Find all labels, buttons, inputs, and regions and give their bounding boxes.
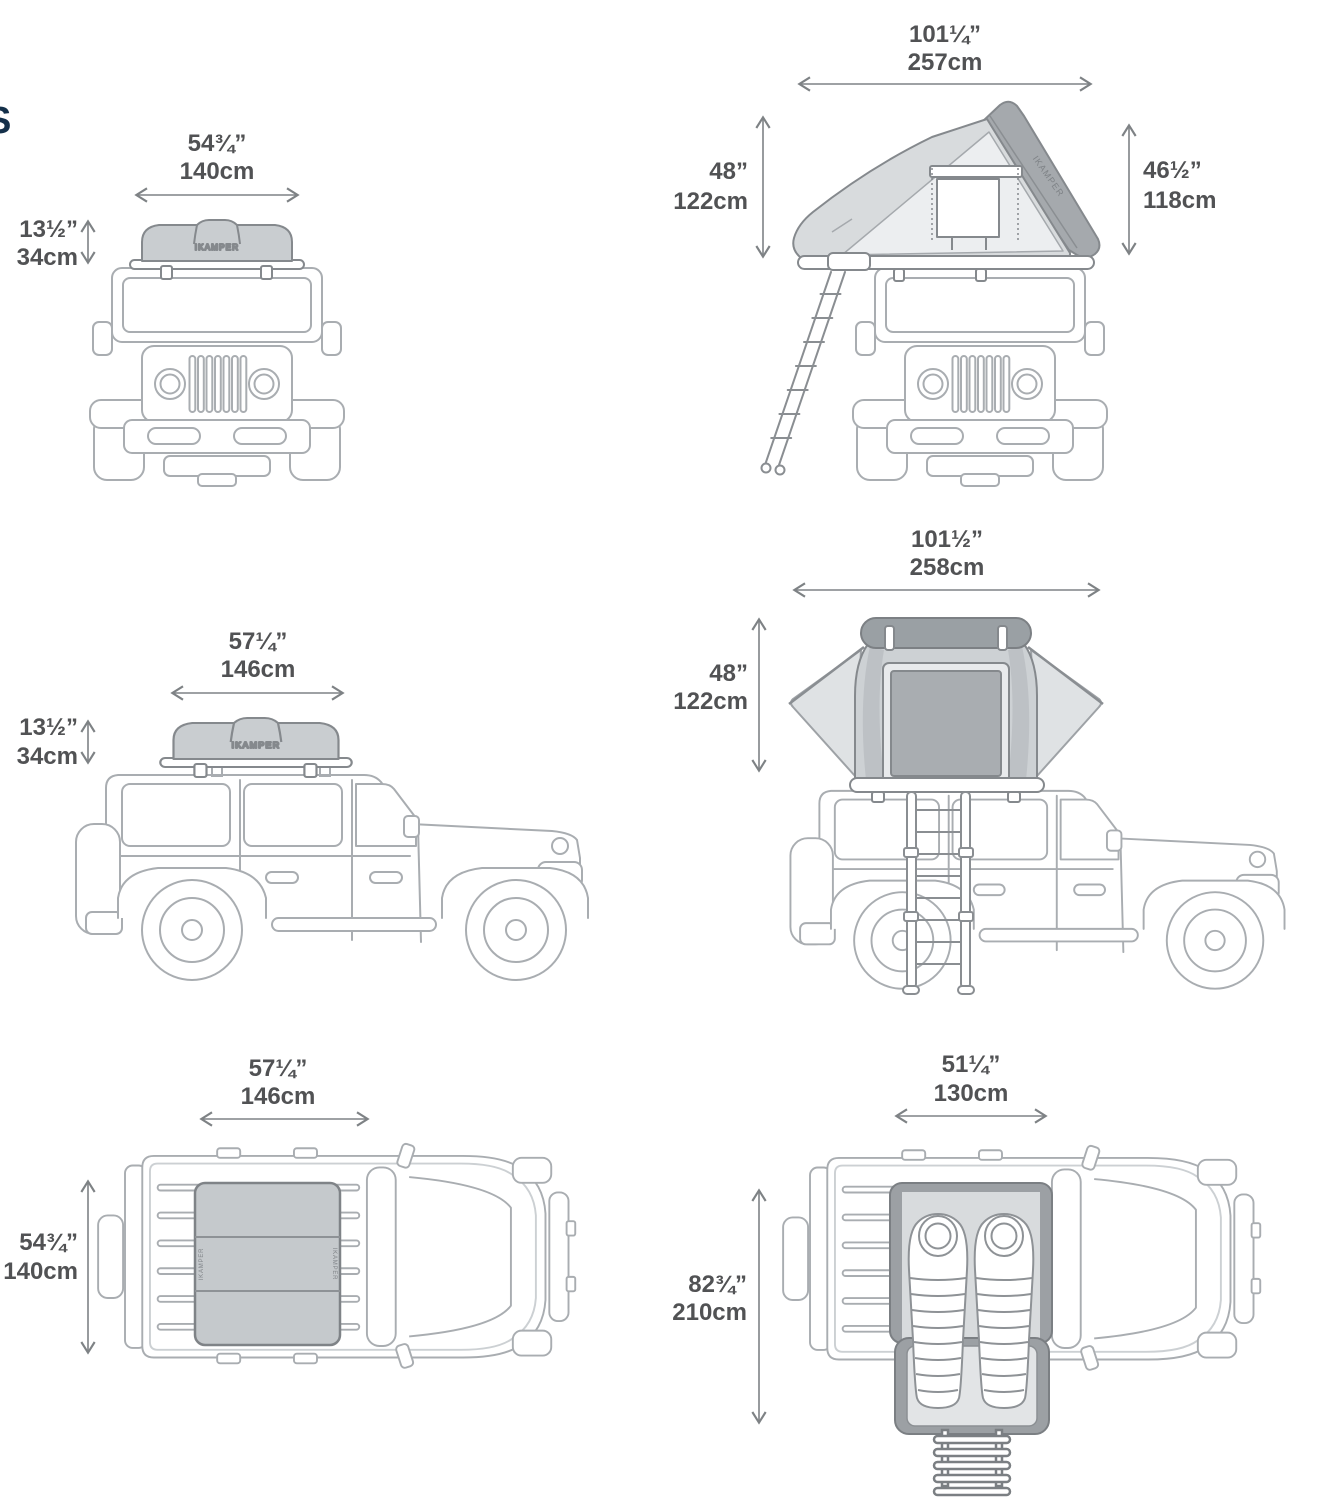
length-inches: 101¼” — [908, 21, 982, 48]
tent-window — [929, 165, 1023, 250]
length-cm: 210cm — [672, 1299, 747, 1326]
dimension-arrows — [751, 582, 1101, 773]
length-cm: 258cm — [909, 554, 985, 581]
panel-side-view-closed: 57¼” 146cm 13½” 34cm — [0, 600, 670, 1010]
width-cm: 140cm — [179, 158, 255, 185]
height-cm: 34cm — [16, 244, 78, 271]
length-inches: 101½” — [910, 526, 984, 553]
ikamper-logo: IKAMPER — [199, 1248, 205, 1281]
height-inches: 13½” — [19, 216, 78, 243]
dimension-arrows — [755, 76, 1137, 259]
tent-entrance-window — [882, 662, 1010, 784]
sleeping-bags — [907, 1213, 1035, 1409]
rear-open-illustration — [751, 582, 1286, 995]
telescoping-ladder — [760, 271, 846, 476]
ladder-top-view — [932, 1428, 1012, 1497]
width-cm: 140cm — [3, 1258, 78, 1285]
telescoping-ladder — [902, 791, 975, 995]
rooftop-tent-open — [788, 617, 1104, 803]
side-view-open-illustration: IKAMPER — [755, 76, 1137, 487]
shell-height-cm: 118cm — [1143, 187, 1217, 214]
panel-front-view-closed: 54¾” 140cm 13½” 34cm — [0, 100, 400, 500]
panel-side-view-open: IKAMPER 101¼” 257cm 48” 122cm — [673, 10, 1332, 500]
width-cm: 130cm — [933, 1080, 1009, 1107]
length-inches: 82¾” — [688, 1271, 747, 1298]
length-inches: 57¼” — [228, 628, 288, 655]
height-inches: 13½” — [19, 714, 78, 741]
height-cm: 122cm — [673, 688, 748, 715]
jeep-side-view — [789, 789, 1286, 990]
length-cm: 146cm — [240, 1083, 316, 1110]
jeep-front-view — [852, 267, 1108, 487]
length-cm: 257cm — [907, 49, 983, 76]
width-inches: 54¾” — [187, 130, 247, 157]
height-inches: 48” — [709, 660, 748, 687]
jeep-front-view — [89, 267, 345, 487]
ikamper-logo: IKAMPER — [331, 1248, 337, 1281]
dimension-arrows — [80, 1111, 370, 1355]
length-cm: 146cm — [220, 656, 296, 683]
rooftop-tent-open-wedge: IKAMPER — [792, 100, 1101, 282]
shell-height-inches: 46½” — [1143, 157, 1202, 184]
dimension-arrows — [751, 1108, 1048, 1425]
top-view-open-illustration — [751, 1108, 1262, 1497]
side-view-closed-illustration — [75, 685, 589, 981]
length-inches: 57¼” — [248, 1055, 308, 1082]
panel-top-view-open: 51¼” 130cm 82¾” 210cm — [672, 1040, 1332, 1506]
height-cm: 34cm — [16, 743, 78, 770]
top-view-closed-illustration: IKAMPER IKAMPER — [80, 1111, 577, 1370]
width-inches: 54¾” — [19, 1229, 78, 1256]
panel-rear-open-view: 101½” 258cm 48” 122cm — [673, 520, 1332, 1010]
jeep-side-view — [75, 774, 589, 981]
front-view-closed-illustration — [80, 187, 345, 487]
panel-top-view-closed: IKAMPER IKAMPER 57¼” 146cm 54¾” 140cm — [0, 1040, 680, 1480]
cropped-heading-letter: S — [0, 100, 10, 146]
rooftop-tent-closed-top: IKAMPER IKAMPER — [193, 1181, 342, 1347]
open-height-inches: 48” — [709, 158, 748, 185]
dimension-arrows — [80, 685, 345, 765]
dimension-arrows — [80, 187, 300, 265]
open-height-cm: 122cm — [673, 188, 748, 215]
width-inches: 51¼” — [941, 1051, 1001, 1078]
